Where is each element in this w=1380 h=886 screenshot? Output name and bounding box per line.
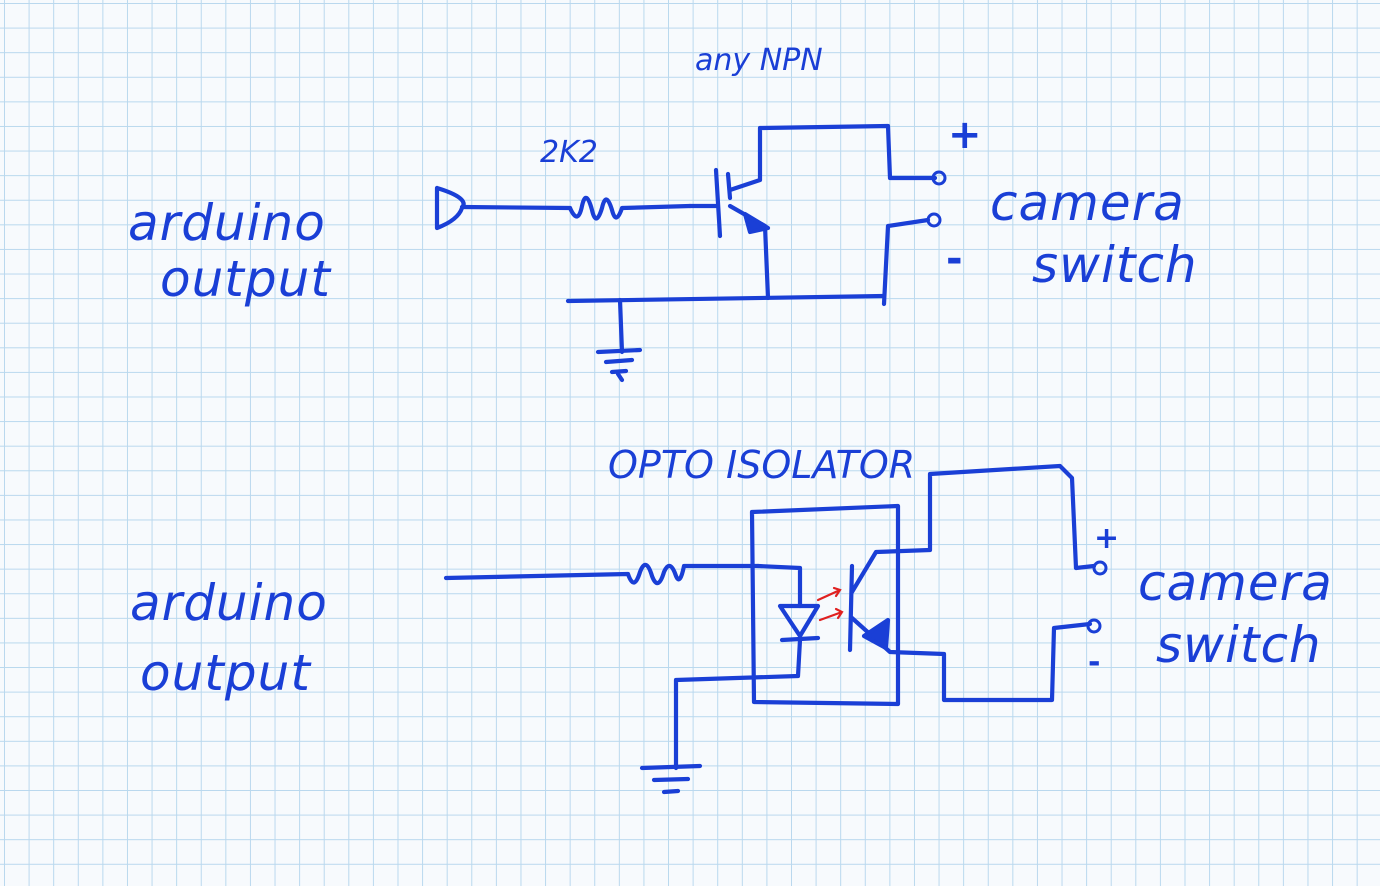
resistor-2k2 (567, 195, 693, 221)
input-label-line2: output (160, 250, 332, 308)
phototransistor-emitter (849, 615, 1093, 703)
emitter-arrow-opto (861, 617, 891, 651)
opto-output-label-line2: switch (1156, 616, 1322, 674)
minus-lead (881, 217, 931, 307)
opto-input-label-line2: output (140, 644, 312, 702)
led-anode-lead (755, 563, 803, 609)
led-cathode-lead (673, 637, 803, 771)
terminal-plus (931, 170, 947, 186)
ground-rail (565, 293, 887, 304)
opto-input-resistor (443, 562, 761, 586)
minus-sign: - (946, 236, 963, 282)
ground-stem (617, 297, 625, 355)
opto-input-label-line1: arduino (130, 574, 328, 632)
collector-lead (727, 123, 938, 193)
resistor-value-label: 2K2 (540, 135, 598, 170)
input-label-line1: arduino (128, 194, 326, 252)
opto-circuit: OPTO ISOLATOR arduino output + - camera … (130, 443, 1333, 795)
plus-sign: + (948, 112, 982, 158)
opto-title: OPTO ISOLATOR (608, 443, 915, 487)
opto-minus-sign: - (1088, 645, 1100, 680)
opto-terminal-plus (1092, 560, 1108, 576)
transistor-base-bar (713, 167, 723, 239)
npn-circuit: any NPN 2K2 arduino output + - camera sw… (128, 43, 1198, 383)
output-label-line2: switch (1032, 236, 1198, 294)
input-wire (459, 204, 573, 211)
opto-terminal-minus (1086, 618, 1102, 634)
opto-plus-sign: + (1094, 521, 1119, 556)
phototransistor-base (847, 563, 855, 653)
output-label-line1: camera (990, 174, 1185, 232)
npn-title: any NPN (695, 43, 823, 78)
phototransistor-collector (849, 463, 1079, 595)
led-triangle (777, 603, 821, 639)
opto-ground-symbol (639, 763, 703, 795)
ground-symbol (595, 347, 643, 383)
opto-package (749, 503, 901, 707)
transistor-base-bar-2 (725, 171, 733, 201)
opto-output-label-line1: camera (1138, 554, 1333, 612)
light-arrows (816, 586, 844, 622)
plus-lead (1073, 563, 1097, 571)
arduino-pin-marker (434, 185, 466, 231)
emitter-arrow (742, 211, 771, 235)
